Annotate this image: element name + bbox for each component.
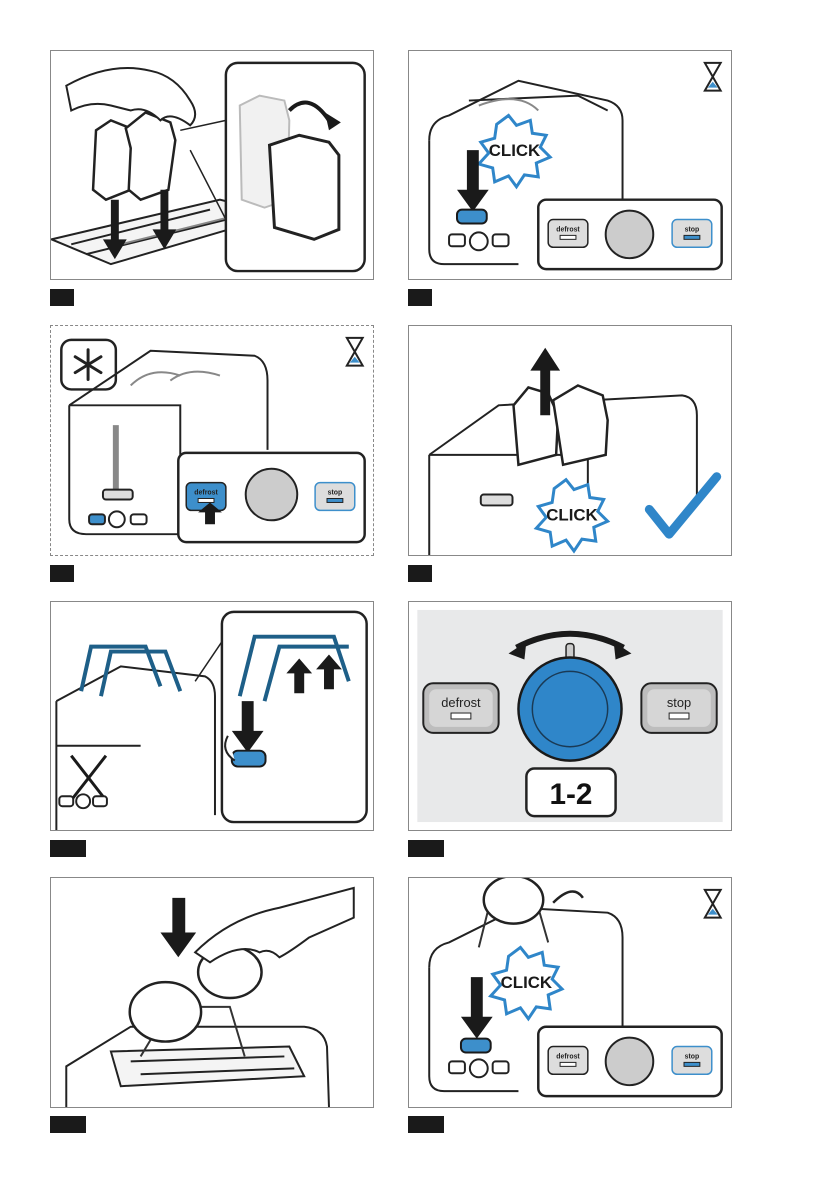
lever-slot [113, 425, 119, 494]
click-text: CLICK [501, 973, 552, 992]
step-number-badge [408, 565, 432, 582]
control-knobs-small [449, 232, 508, 250]
control-knobs-small [59, 794, 107, 808]
control-inset: defrost stop [538, 1027, 721, 1096]
step-number-badge [50, 840, 86, 857]
hand-icon [195, 888, 354, 962]
stop-label: stop [685, 226, 700, 233]
step-panel-insert-bread [50, 50, 374, 280]
step-panel-lower-lever: CLICK defrost stop [408, 50, 732, 280]
lever-button [457, 210, 487, 224]
toaster-body [66, 1027, 329, 1107]
defrost-button: defrost [423, 683, 498, 733]
click-text: CLICK [489, 141, 540, 160]
illustration-insert-bread [51, 51, 373, 279]
step-number-badge [50, 289, 74, 306]
stop-button: stop [641, 683, 716, 733]
step-panel-place-buns [50, 877, 374, 1108]
down-arrow-icon [160, 898, 196, 957]
defrost-label: defrost [441, 695, 481, 710]
illustration-lower-lever: CLICK defrost stop [409, 51, 731, 279]
step-number-badge [408, 840, 444, 857]
control-knobs-small [89, 511, 146, 527]
step-panel-toast-buns: CLICK defrost stop [408, 877, 732, 1108]
click-burst: CLICK [491, 947, 562, 1018]
step-number-badge [408, 1116, 444, 1133]
step-panel-browning-level: defrost stop 1-2 [408, 601, 732, 831]
toast-slice-icon [513, 385, 607, 464]
toast-slice-icon [93, 112, 175, 199]
browning-dial [518, 658, 621, 761]
step-number-badge [50, 1116, 86, 1133]
step-panel-toast-ready: CLICK [408, 325, 732, 556]
cross-icon [71, 756, 106, 801]
control-knobs-small [449, 1059, 508, 1077]
stop-label: stop [328, 490, 343, 497]
illustration-browning-level: defrost stop 1-2 [409, 602, 731, 830]
illustration-bun-rack [51, 602, 373, 830]
lever-button [232, 751, 266, 767]
illustration-toast-ready: CLICK [409, 326, 731, 555]
checkmark-icon [649, 477, 716, 534]
browning-level-badge: 1-2 [526, 769, 615, 817]
step-panel-defrost: defrost stop [50, 325, 374, 556]
lever-button [103, 490, 133, 500]
hourglass-icon [347, 338, 363, 366]
step-number-badge [50, 565, 74, 582]
step-panel-bun-rack [50, 601, 374, 831]
stop-label: stop [685, 1053, 700, 1060]
hourglass-icon [705, 63, 721, 91]
hourglass-icon [705, 890, 721, 918]
control-inset: defrost stop [178, 453, 364, 542]
browning-level-text: 1-2 [550, 778, 593, 811]
bun-icon [484, 878, 583, 924]
click-burst: CLICK [479, 115, 550, 186]
stop-label: stop [667, 695, 691, 710]
control-inset: defrost stop [538, 200, 721, 269]
click-burst: CLICK [536, 480, 607, 551]
defrost-label: defrost [556, 226, 580, 233]
defrost-label: defrost [194, 490, 218, 497]
illustration-toast-buns: CLICK defrost stop [409, 878, 731, 1107]
down-arrow-icon [461, 977, 493, 1038]
lever-button [481, 495, 513, 506]
snowflake-icon [61, 340, 116, 390]
step-number-badge [408, 289, 432, 306]
click-text: CLICK [546, 505, 597, 524]
defrost-label: defrost [556, 1053, 580, 1060]
lever-button [461, 1039, 491, 1053]
illustration-place-buns [51, 878, 373, 1107]
hand-icon [66, 68, 195, 125]
illustration-defrost: defrost stop [51, 326, 373, 555]
